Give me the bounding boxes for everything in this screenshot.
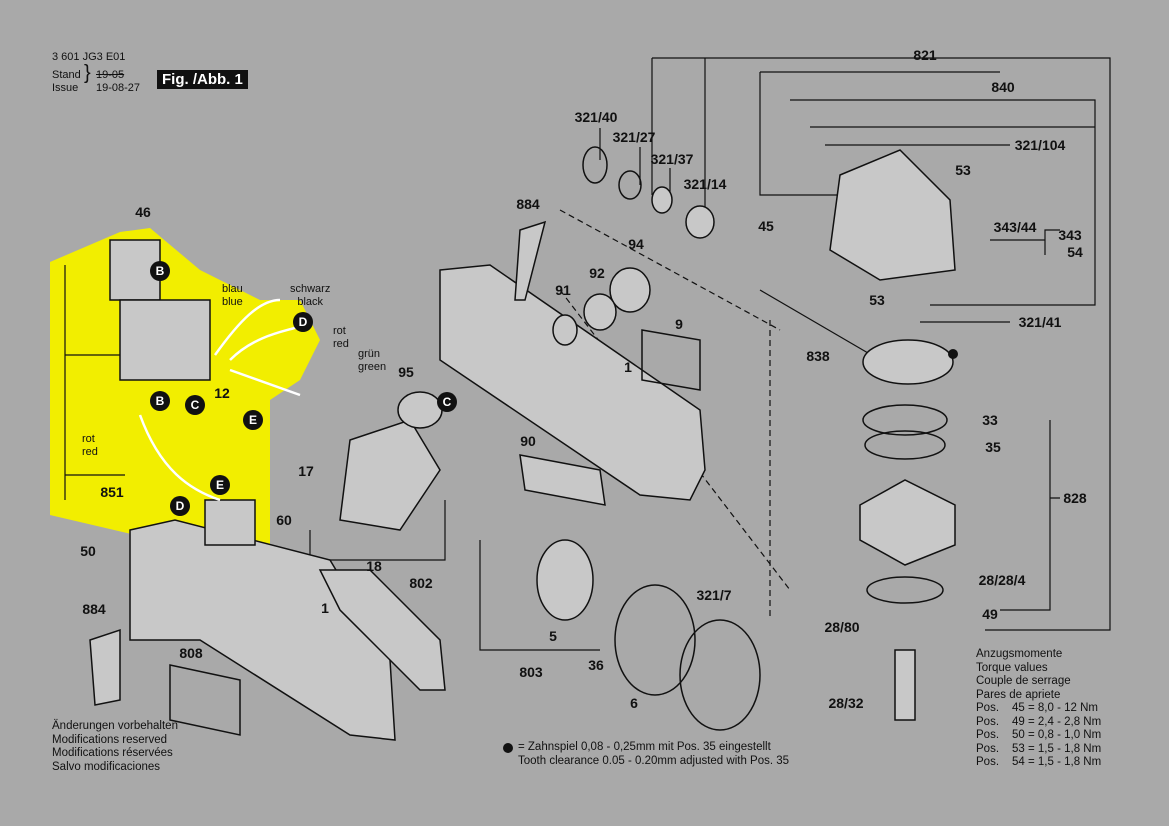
part-number-label: 821 [913,47,937,63]
brace: } [84,62,91,84]
part-number-label: 17 [298,463,314,479]
stand-date: 19-05 [96,69,125,81]
part-number-label: 54 [1067,244,1083,260]
part-number-label: 28/80 [824,619,860,635]
issue-date: 19-08-27 [96,82,141,94]
part-shapes [89,146,956,741]
torque-row: Pos. 50 = 0,8 - 1,0 Nm [976,729,1101,743]
part-number-label: 46 [135,204,151,220]
connector-marker: B [150,261,170,281]
part-number-label: 91 [555,282,571,298]
part-number-label: 36 [588,657,604,673]
torque-value: 45 = 8,0 - 12 Nm [1012,702,1098,714]
part-number-label: 838 [806,348,830,364]
part-number-label: 343 [1058,227,1082,243]
part-number-label: 53 [955,162,971,178]
connector-marker: B [150,391,170,411]
part-number-label: 12 [214,385,230,401]
part-number-label: 6 [630,695,638,711]
part-number-label: 45 [758,218,774,234]
torque-value: 54 = 1,5 - 1,8 Nm [1012,756,1102,768]
part-number-label: 803 [519,664,543,680]
torque-value: 53 = 1,5 - 1,8 Nm [1012,742,1102,755]
part-number-label: 5 [549,628,557,644]
torque-row: Pos. 49 = 2,4 - 2,8 Nm [976,716,1101,730]
stand-label: Stand [52,69,81,81]
connector-marker: D [170,496,190,516]
part-number-label: 90 [520,433,536,449]
doc-number: 3 601 JG3 E01 [52,51,126,63]
torque-pos-label: Pos. [976,742,1000,755]
part-number-label: 343/44 [993,219,1037,235]
part-number-label: 94 [628,236,644,252]
part-number-label: 1 [624,359,632,375]
part-number-label: 808 [179,645,203,661]
part-number-label: 35 [985,439,1001,455]
torque-pos-label: Pos. [976,715,1000,728]
part-number-label: 321/41 [1018,314,1062,330]
part-number-label: 95 [398,364,414,380]
connector-marker: C [185,395,205,415]
part-number-label: 60 [276,512,292,528]
part-number-label: 53 [869,292,885,308]
torque-pos-label: Pos. [976,756,1000,768]
part-number-label: 840 [991,79,1015,95]
connector-marker: E [243,410,263,430]
part-number-label: 851 [100,484,124,500]
torque-row: Pos. 53 = 1,5 - 1,8 Nm [976,743,1101,757]
connector-marker: C [437,392,457,412]
part-number-label: 28/32 [828,695,864,711]
torque-pos-label: Pos. [976,702,1000,714]
part-number-label: 50 [80,543,96,559]
issue-label: Issue [52,82,79,94]
torque-row: Pos. 54 = 1,5 - 1,8 Nm [976,756,1101,770]
part-number-label: 884 [82,601,106,617]
part-number-label: 33 [982,412,998,428]
torque-value: 49 = 2,4 - 2,8 Nm [1012,715,1102,728]
connector-marker: E [210,475,230,495]
part-number-label: 321/27 [612,129,656,145]
part-number-label: 802 [409,575,433,591]
torque-row: Pos. 45 = 8,0 - 12 Nm [976,702,1101,716]
torque-value: 50 = 0,8 - 1,0 Nm [1012,729,1102,741]
part-number-label: 828 [1063,490,1087,506]
part-number-label: 321/40 [574,109,618,125]
part-number-label: 321/104 [1014,137,1066,153]
part-number-label: 321/14 [683,176,727,192]
figure-label: Fig. /Abb. 1 [157,70,248,89]
torque-pos-label: Pos. [976,729,1000,741]
part-number-label: 18 [366,558,382,574]
part-number-label: 28/28/4 [978,572,1026,588]
part-number-label: 92 [589,265,605,281]
part-number-label: 321/37 [650,151,694,167]
clearance-note: = Zahnspiel 0,08 - 0,25mm mit Pos. 35 ei… [518,741,790,767]
part-number-label: 9 [675,316,683,332]
part-number-label: 321/7 [696,587,732,603]
part-number-label: 49 [982,606,998,622]
part-number-label: 884 [516,196,540,212]
part-number-label: 1 [321,600,329,616]
connector-marker: D [293,312,313,332]
